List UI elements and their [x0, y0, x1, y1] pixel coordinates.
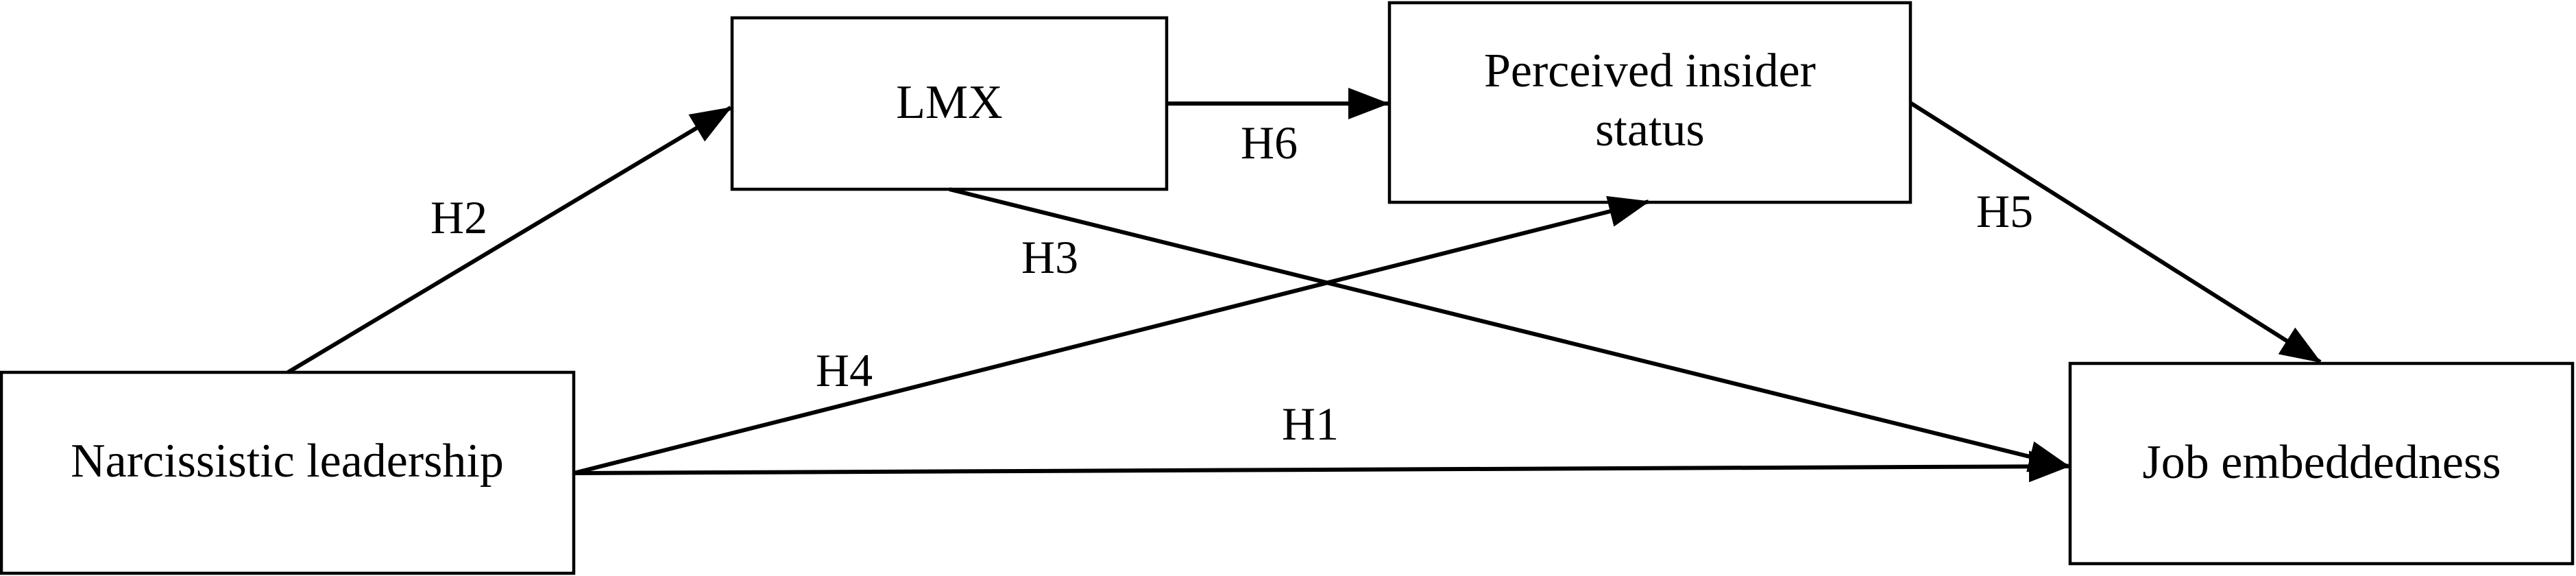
path-h4-arrow: [573, 195, 1650, 475]
path-h3-arrow: [949, 187, 2070, 472]
node-lmx-label: LMX: [896, 76, 1003, 129]
node-perceived-insider-status-label-line2: status: [1595, 104, 1704, 156]
node-narcissistic-leadership-box: [0, 370, 576, 575]
label-h4: H4: [816, 344, 873, 396]
label-h5: H5: [1976, 185, 2033, 237]
path-h2-arrow: [287, 106, 732, 374]
label-h3: H3: [1021, 231, 1078, 283]
label-h1: H1: [1282, 398, 1339, 450]
node-job-embeddedness-label: Job embeddedness: [2143, 436, 2501, 489]
node-lmx-box: [730, 16, 1169, 191]
label-h2: H2: [430, 191, 487, 243]
node-narcissistic-leadership-label: Narcissistic leadership: [71, 435, 504, 488]
node-job-embeddedness-box: [2068, 361, 2575, 566]
path-h1-arrow: [573, 451, 2070, 483]
path-h5-arrow: [1909, 101, 2322, 364]
node-narcissistic-leadership: Narcissistic leadership: [0, 370, 576, 575]
node-job-embeddedness: Job embeddedness: [2068, 361, 2575, 566]
node-perceived-insider-status-label: Perceived insider: [1484, 45, 1816, 97]
node-perceived-insider-status-box: [1387, 1, 1912, 204]
node-lmx: LMX: [730, 16, 1169, 191]
label-h6: H6: [1241, 117, 1298, 169]
node-perceived-insider-status: Perceived insider status: [1387, 1, 1912, 204]
